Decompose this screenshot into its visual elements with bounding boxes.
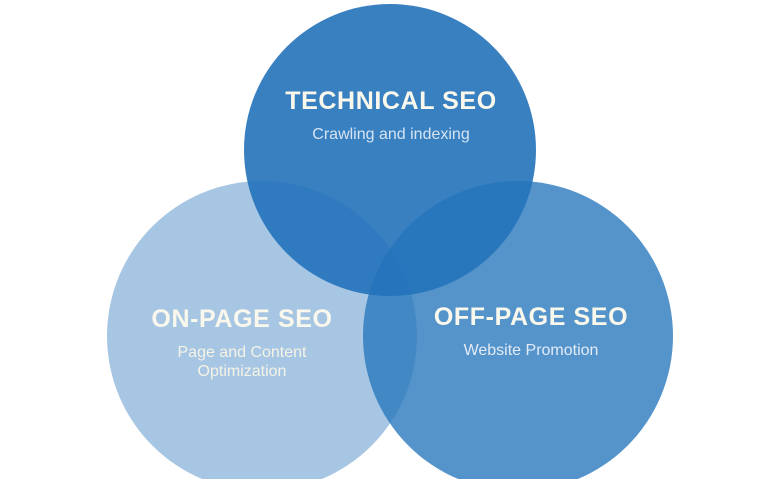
off-page-seo-label-group: OFF-PAGE SEO Website Promotion [433, 303, 629, 360]
technical-seo-label-group: TECHNICAL SEO Crawling and indexing [285, 87, 497, 144]
off-page-seo-subtitle: Website Promotion [463, 341, 599, 359]
on-page-seo-title: ON-PAGE SEO [151, 305, 333, 333]
on-page-seo-subtitle: Page and Content Optimization [177, 343, 307, 380]
technical-seo-subtitle: Crawling and indexing [312, 125, 470, 143]
technical-seo-title: TECHNICAL SEO [285, 87, 497, 115]
on-page-seo-label-group: ON-PAGE SEO Page and Content Optimizatio… [151, 305, 333, 381]
technical-seo-circle [244, 4, 536, 296]
off-page-seo-title: OFF-PAGE SEO [433, 303, 629, 331]
